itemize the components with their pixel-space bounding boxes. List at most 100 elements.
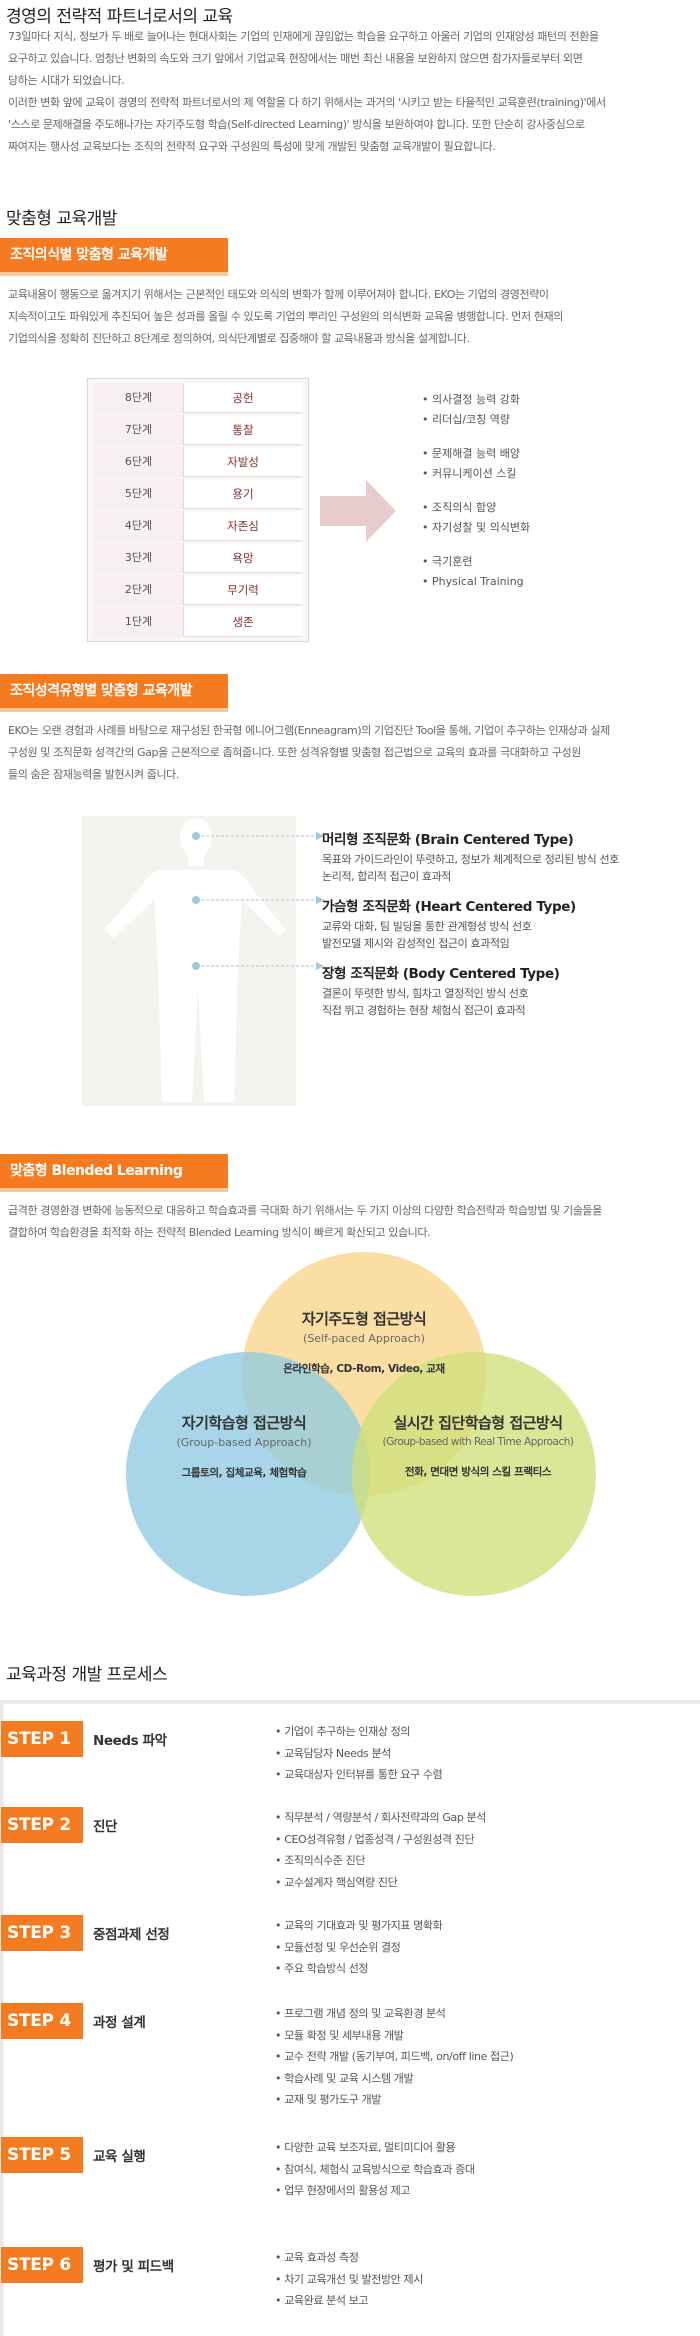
step-name: 중점과제 선정 [93, 1927, 170, 1943]
step-row: STEP 6 평가 및 피드백 교육 효과성 측정 차기 교육개선 및 발전방안… [1, 2247, 700, 2327]
arrow-right-icon [320, 480, 396, 542]
section2-line: 들의 숨은 잠재능력을 발현시켜 줍니다. [8, 768, 180, 781]
stage-number: 1단계 [94, 607, 184, 637]
custom-title: 맞춤형 교육개발 [6, 209, 117, 229]
step-item: 학습사례 및 교육 시스템 개발 [275, 2068, 513, 2090]
section3-line: 결합하여 학습환경을 최적화 하는 전략적 Blended Learning 방… [8, 1226, 431, 1239]
stage-row: 8단계 공헌 [94, 383, 302, 413]
focus-item: 문제해결 능력 배양 [422, 444, 530, 464]
venn-title: 자기학습형 접근방식 [181, 1414, 307, 1432]
intro-line: 73일마다 지식, 정보가 두 배로 늘어나는 현대사회는 기업의 인재에게 끊… [8, 30, 599, 43]
step-item: CEO성격유형 / 업종성격 / 구성원성격 진단 [275, 1829, 486, 1851]
focus-item: 자기성찰 및 의식변화 [422, 518, 530, 538]
stage-value: 자존심 [227, 519, 259, 533]
venn-circle-group [126, 1352, 370, 1596]
step-badge: STEP 5 [1, 2137, 83, 2173]
intro-line: '스스로 문제해결을 주도해나가는 자기주도형 학습(Self-directed… [8, 118, 585, 131]
step-name: Needs 파악 [93, 1733, 167, 1749]
intro-line: 짜여지는 행사성 교육보다는 조직의 전략적 요구와 구성원의 특성에 맞게 개… [8, 140, 496, 153]
step-item: 교수설계자 핵심역량 진단 [275, 1872, 486, 1894]
stage-number: 6단계 [94, 447, 184, 477]
step-item: 교육대상자 인터뷰를 통한 요구 수렴 [275, 1764, 443, 1786]
body-type-desc: 논리적, 합리적 접근이 효과적 [322, 870, 452, 883]
stage-number: 8단계 [94, 383, 184, 413]
section1-line: 교육내용이 행동으로 옮겨지기 위해서는 근본적인 태도와 의식의 변화가 함께… [8, 288, 549, 301]
venn-desc: 그룹토의, 집체교육, 체험학습 [181, 1467, 307, 1479]
focus-item: Physical Training [422, 572, 530, 592]
step-row: STEP 4 과정 설계 프로그램 개념 정의 및 교육환경 분석 모듈 확정 … [1, 2003, 700, 2133]
stage-number: 3단계 [94, 543, 184, 573]
intro-line: 당하는 시대가 되었습니다. [8, 74, 125, 87]
venn-subtitle: (Group-based with Real Time Approach) [382, 1436, 575, 1448]
step-badge: STEP 6 [1, 2247, 83, 2283]
step-items: 다양한 교육 보조자료, 멀티미디어 활용 참여식, 체험식 교육방식으로 학습… [275, 2137, 475, 2202]
body-type-desc: 결론이 뚜렷한 방식, 힘차고 열정적인 방식 선호 [322, 987, 529, 1000]
step-badge: STEP 3 [1, 1915, 83, 1951]
body-type-desc: 직접 뛰고 경험하는 현장 체험식 접근이 효과적 [322, 1004, 526, 1017]
step-name: 과정 설계 [93, 2015, 146, 2031]
step-row: STEP 5 교육 실행 다양한 교육 보조자료, 멀티미디어 활용 참여식, … [1, 2137, 700, 2227]
body-type-desc: 목표와 가이드라인이 뚜렷하고, 정보가 체계적으로 정리된 방식 선호 [322, 853, 619, 866]
stage-focus-list: 의사결정 능력 강화 리더십/코칭 역량 문제해결 능력 배양 커뮤니케이션 스… [422, 390, 530, 592]
step-item: 교육담당자 Needs 분석 [275, 1743, 442, 1765]
step-badge: STEP 4 [1, 2003, 83, 2039]
step-item: 교수 전략 개발 (동기부여, 피드백, on/off line 접근) [275, 2046, 514, 2068]
intro-line: 요구하고 있습니다. 엄청난 변화의 속도와 크기 앞에서 기업교육 현장에서는… [8, 52, 583, 65]
stage-value: 욕망 [232, 551, 254, 565]
focus-item: 의사결정 능력 강화 [422, 390, 530, 410]
focus-group: 의사결정 능력 강화 리더십/코칭 역량 [422, 390, 530, 430]
step-item: 주요 학습방식 선정 [275, 1958, 442, 1980]
venn-desc: 전화, 면대면 방식의 스킬 프랙티스 [404, 1466, 552, 1478]
stage-value: 공헌 [232, 391, 254, 405]
step-item: 교재 및 평가도구 개발 [275, 2089, 513, 2111]
section3-banner: 맞춤형 Blended Learning [0, 1154, 228, 1192]
section1-banner: 조직의식별 맞춤형 교육개발 [0, 238, 228, 276]
intro-line: 이러한 변화 앞에 교육이 경영의 전략적 파트너로서의 제 역할을 다 하기 … [8, 96, 606, 109]
step-items: 교육 효과성 측정 차기 교육개선 및 발전방안 제시 교육완료 분석 보고 [275, 2247, 423, 2312]
step-item: 교육완료 분석 보고 [275, 2290, 423, 2312]
step-item: 모듈선정 및 우선순위 결정 [275, 1937, 442, 1959]
step-item: 업무 현장에서의 활용성 제고 [275, 2180, 475, 2202]
step-name: 교육 실행 [93, 2149, 146, 2165]
focus-item: 커뮤니케이션 스킬 [422, 464, 530, 484]
step-row: STEP 1 Needs 파악 기업이 추구하는 인재상 정의 교육담당자 Ne… [1, 1721, 700, 1811]
step-item: 기업이 추구하는 인재상 정의 [275, 1721, 442, 1743]
body-type-desc: 발전모델 제시와 감성적인 접근이 효과적임 [322, 937, 510, 950]
connector-arrows [296, 832, 324, 970]
stage-number: 2단계 [94, 575, 184, 605]
step-item: 참여식, 체험식 교육방식으로 학습효과 증대 [275, 2159, 475, 2181]
body-type-title: 가슴형 조직문화 (Heart Centered Type) [322, 899, 576, 915]
step-item: 프로그램 개념 정의 및 교육환경 분석 [275, 2003, 513, 2025]
stage-value: 무기력 [227, 583, 259, 597]
stage-value: 용기 [232, 487, 254, 501]
venn-desc: 온라인학습, CD-Rom, Video, 교재 [283, 1363, 445, 1375]
section3-line: 급격한 경영환경 변화에 능동적으로 대응하고 학습효과를 극대화 하기 위해서… [8, 1204, 602, 1217]
venn-subtitle: (Group-based Approach) [176, 1436, 312, 1449]
section2-paragraph: EKO는 오랜 경험과 사례를 바탕으로 재구성된 한국형 에니어그램(Enne… [8, 720, 698, 786]
body-type-title: 머리형 조직문화 (Brain Centered Type) [322, 832, 574, 848]
body-type-item: 장형 조직문화 (Body Centered Type) 결론이 뚜렷한 방식,… [322, 962, 698, 1019]
step-item: 다양한 교육 보조자료, 멀티미디어 활용 [275, 2137, 475, 2159]
focus-group: 조직의식 함양 자기성찰 및 의식변화 [422, 498, 530, 538]
focus-group: 극기훈련 Physical Training [422, 552, 530, 592]
intro-title: 경영의 전략적 파트너로서의 교육 [6, 7, 233, 27]
stage-value: 통찰 [232, 423, 254, 437]
body-type-item: 머리형 조직문화 (Brain Centered Type) 목표와 가이드라인… [322, 828, 698, 885]
body-type-title: 장형 조직문화 (Body Centered Type) [322, 966, 560, 982]
venn-label-group: 자기학습형 접근방식 (Group-based Approach) 그룹토의, … [134, 1412, 354, 1480]
body-type-desc: 교류와 대화, 팀 빌딩을 통한 관계형성 방식 선호 [322, 920, 532, 933]
step-item: 교육의 기대효과 및 평가지표 명확화 [275, 1915, 443, 1937]
step-badge: STEP 1 [1, 1721, 83, 1757]
section3-paragraph: 급격한 경영환경 변화에 능동적으로 대응하고 학습효과를 극대화 하기 위해서… [8, 1200, 698, 1244]
stage-number: 7단계 [94, 415, 184, 445]
step-item: 모듈 확정 및 세부내용 개발 [275, 2025, 513, 2047]
step-items: 기업이 추구하는 인재상 정의 교육담당자 Needs 분석 교육대상자 인터뷰… [275, 1721, 443, 1786]
body-type-item: 가슴형 조직문화 (Heart Centered Type) 교류와 대화, 팀… [322, 895, 698, 952]
process-steps: STEP 1 Needs 파악 기업이 추구하는 인재상 정의 교육담당자 Ne… [0, 1700, 700, 2336]
venn-label-self: 자기주도형 접근방식 (Self-paced Approach) 온라인학습, … [242, 1308, 486, 1376]
